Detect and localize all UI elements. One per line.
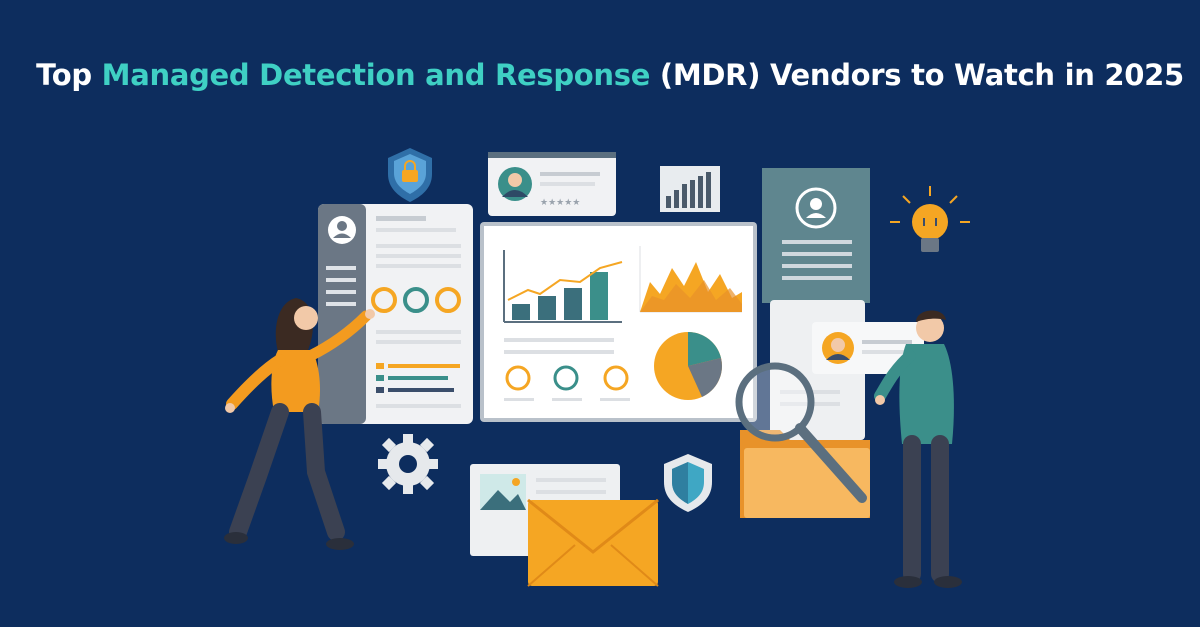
svg-text:★★★★★: ★★★★★: [540, 198, 580, 208]
gear-icon: [378, 434, 438, 494]
man-figure: [874, 310, 962, 588]
headline-highlight: Managed Detection and Response: [101, 58, 651, 92]
headline-prefix: Top: [36, 58, 102, 92]
headline-suffix: (MDR) Vendors to Watch in 2025: [650, 58, 1184, 92]
shield-icon: [664, 454, 712, 512]
folder-icon: [740, 430, 870, 518]
lightbulb-icon: [890, 186, 970, 252]
magnifier-icon: [735, 362, 867, 503]
shield-lock-icon: [388, 148, 432, 202]
user-profile-panel: [762, 168, 870, 303]
bar-chart-icon: [660, 166, 720, 212]
envelope-icon: [527, 498, 659, 587]
profile-card: ★★★★★: [488, 152, 616, 216]
dashboard-monitor: [480, 222, 757, 422]
candidate-document: [770, 300, 924, 440]
profile-document: [318, 204, 473, 424]
headline: Top Managed Detection and Response (MDR)…: [0, 58, 1200, 92]
woman-figure: [224, 298, 375, 550]
